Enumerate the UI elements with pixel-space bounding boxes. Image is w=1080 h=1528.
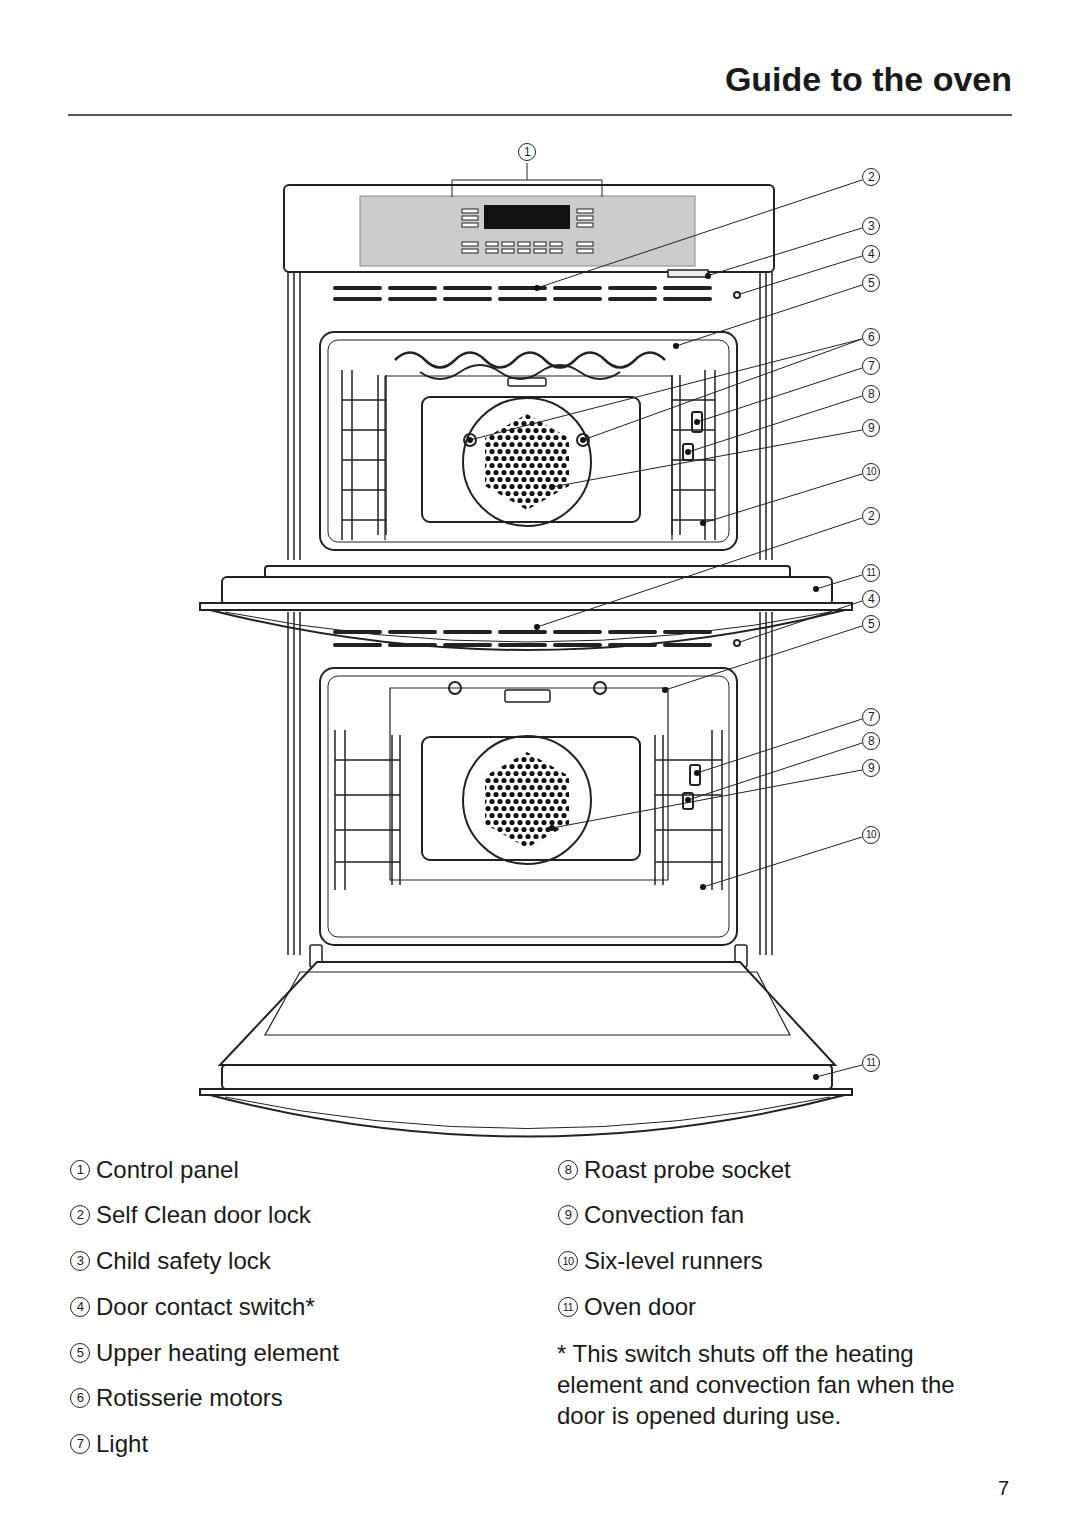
- key-number: 10: [558, 1251, 578, 1271]
- key-number: 1: [70, 1160, 90, 1180]
- key-number: 9: [558, 1205, 578, 1225]
- page-number: 7: [998, 1474, 1009, 1502]
- callout-number: 7: [862, 708, 880, 726]
- key-number: 3: [70, 1251, 90, 1271]
- callout-number: 9: [862, 419, 880, 437]
- key-text: Oven door: [584, 1293, 696, 1321]
- key-text: Rotisserie motors: [96, 1384, 283, 1412]
- key-text: Upper heating element: [96, 1339, 339, 1367]
- callout-number: 11: [862, 1054, 880, 1072]
- key-number: 7: [70, 1434, 90, 1454]
- key-text: Light: [96, 1430, 148, 1458]
- key-text: Six-level runners: [584, 1247, 763, 1275]
- callout-number: 4: [862, 245, 880, 263]
- key-number: 11: [558, 1297, 578, 1317]
- callout-number: 11: [862, 564, 880, 582]
- key-text: Self Clean door lock: [96, 1201, 311, 1229]
- callout-number: 8: [862, 385, 880, 403]
- callout-number: 10: [862, 463, 880, 481]
- key-text: Door contact switch*: [96, 1293, 315, 1321]
- key-number: 6: [70, 1388, 90, 1408]
- callout-number: 8: [862, 732, 880, 750]
- callout-number: 7: [862, 357, 880, 375]
- callout-number: 1: [518, 143, 536, 161]
- callout-number: 9: [862, 759, 880, 777]
- key-number: 2: [70, 1205, 90, 1225]
- callout-number: 2: [862, 507, 880, 525]
- key-text: Control panel: [96, 1156, 239, 1184]
- key-text: Child safety lock: [96, 1247, 271, 1275]
- callout-number: 6: [862, 328, 880, 346]
- key-text: Roast probe socket: [584, 1156, 791, 1184]
- callout-number: 4: [862, 590, 880, 608]
- callout-number: 5: [862, 615, 880, 633]
- callout-number: 5: [862, 274, 880, 292]
- key-number: 5: [70, 1343, 90, 1363]
- page-title: Guide to the oven: [725, 60, 1012, 99]
- key-number: 4: [70, 1297, 90, 1317]
- key-number: 8: [558, 1160, 578, 1180]
- footnote: * This switch shuts off the heating elem…: [557, 1338, 1002, 1431]
- key-text: Convection fan: [584, 1201, 744, 1229]
- callout-number: 3: [862, 217, 880, 235]
- callout-number: 2: [862, 168, 880, 186]
- callout-number: 10: [862, 826, 880, 844]
